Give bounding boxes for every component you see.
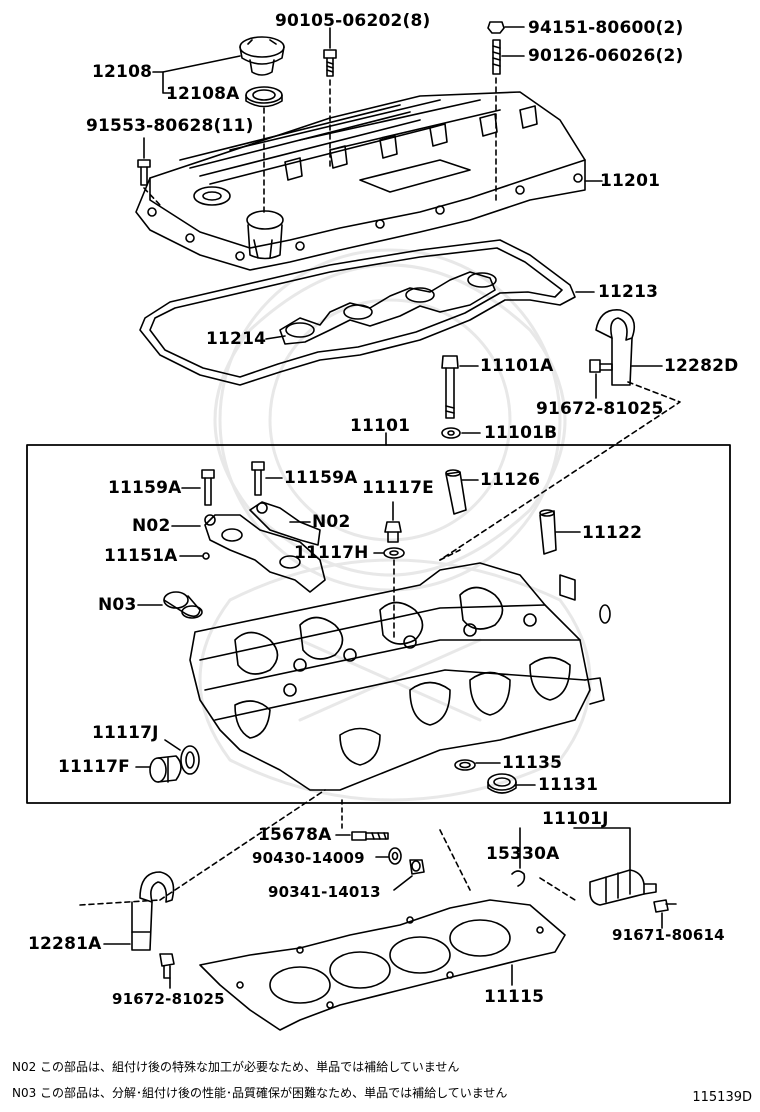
label-11131: 11131 [538,775,599,795]
label-90430-14009: 90430-14009 [252,849,365,867]
label-90105-06202: 90105-06202(8) [275,11,431,31]
leader-11214 [265,335,286,340]
bolt-91671-80614 [653,899,677,913]
label-N02-left: N02 [132,516,171,536]
cylinder-head-assembly-box [26,444,731,804]
label-11101A: 11101A [480,356,554,376]
plug-11117E [384,521,402,543]
leader-90341 [393,875,413,891]
label-11117H: 11117H [294,543,369,563]
label-12108A: 12108A [166,84,240,104]
dash-ocv-line [539,877,576,901]
footnote-N02: N02 この部品は、組付け後の特殊な加工が必要なため、単品では補給していません [12,1060,460,1074]
nut-94151-80600 [487,21,505,34]
label-11117E: 11117E [362,478,434,498]
label-12108: 12108 [92,62,153,82]
label-15330A: 15330A [486,844,560,864]
label-11115: 11115 [484,987,545,1007]
ring-11135 [454,759,476,771]
label-90126-06026: 90126-06026(2) [528,46,684,66]
bolt-91553-80628 [137,159,151,186]
gasket-90430-14009 [388,847,402,865]
label-11135: 11135 [502,753,563,773]
label-94151-80600: 94151-80600(2) [528,18,684,38]
dash-12281A [79,789,326,906]
label-11159A-left: 11159A [108,478,182,498]
head-gasket-11115 [199,899,566,1031]
label-11117J: 11117J [92,723,159,743]
dash-plate-line [439,549,461,561]
label-11126: 11126 [480,470,541,490]
label-11159A-right: 11159A [284,468,358,488]
cylinder-head-cover-11201 [135,91,586,271]
camshaft-bearing-cap-assembly [204,501,326,593]
dash-12282D [439,381,681,561]
watermark-logo [198,248,592,802]
seal-11131 [487,773,517,794]
cap-bolt-11159A-left [201,469,215,506]
label-11101B: 11101B [484,423,558,443]
valve-lifter-N03 [163,591,203,619]
bolt-91672-81025-lower [159,953,175,979]
figure-id: 115139D [692,1090,752,1105]
cap-gasket-12108A [245,86,283,108]
footnote-N03: N03 この部品は、分解･組付け後の性能･品質確保が困難なため、単品では補給して… [12,1086,508,1100]
leader-12108-cap [162,55,241,73]
head-bolt-11101A [441,355,459,419]
bolt-90105-06202 [323,49,337,77]
washer-11101B [441,427,461,439]
label-11101J: 11101J [542,809,609,829]
label-11201: 11201 [600,171,661,191]
label-12282D: 12282D [664,356,739,376]
label-11213: 11213 [598,282,659,302]
label-90341-14013: 90341-14013 [268,883,381,901]
label-N02-right: N02 [312,512,351,532]
label-11151A: 11151A [104,546,178,566]
dash-gasket-line [439,829,471,891]
ring-15330A [511,870,526,887]
washer-11117H [383,547,405,559]
label-11214: 11214 [206,329,267,349]
cover-gasket-11213 [139,239,576,386]
label-91672-81025-upper: 91672-81025 [536,399,664,419]
dash-91553 [143,187,161,206]
tube-11126 [445,469,467,515]
plug-tube-gasket-11214 [279,271,497,345]
bolt-91672-81025-upper [589,359,613,373]
pin-11151A [202,552,210,560]
plug-11117F [149,755,182,783]
leader-12108 [152,71,173,94]
label-15678A: 15678A [258,825,332,845]
label-12281A: 12281A [28,934,102,954]
cylinder-head-11101 [189,562,611,791]
label-11101: 11101 [350,416,411,436]
oil-control-valve-15330A [589,869,657,906]
label-11122: 11122 [582,523,643,543]
oil-filler-cap-12108 [239,36,285,76]
tube-11122 [539,509,557,555]
engine-hanger-12281A [131,871,175,951]
label-91671-80614: 91671-80614 [612,926,725,944]
label-91672-81025-lower: 91672-81025 [112,990,225,1008]
bolt-15678A [351,831,389,841]
leader-11117J [164,739,181,751]
label-91553-80628: 91553-80628(11) [86,116,254,136]
cap-bolt-11159A-right [251,461,265,496]
label-11117F: 11117F [58,757,130,777]
engine-hanger-12282D [595,309,636,386]
plug-90341-14013 [409,859,425,875]
label-N03: N03 [98,595,137,615]
seal-11117J [180,745,200,775]
leader-11101J [573,827,631,871]
stud-90126-06026 [492,39,501,75]
